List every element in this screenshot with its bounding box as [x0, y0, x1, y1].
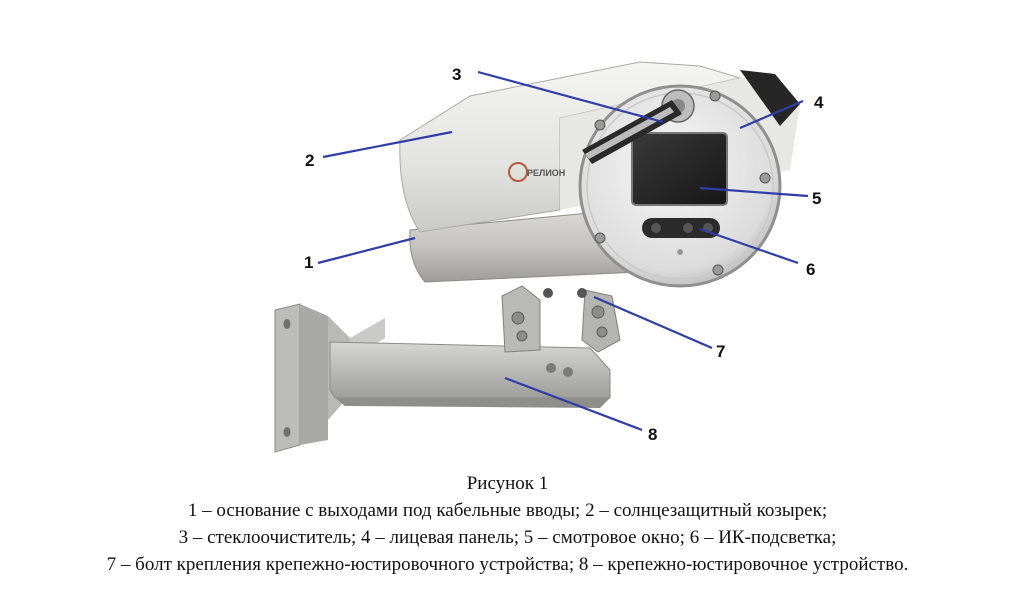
- callout-2: 2: [305, 151, 314, 170]
- figure-caption: Рисунок 1 1 – основание с выходами под к…: [0, 470, 1015, 578]
- callout-7: 7: [716, 342, 725, 361]
- callout-6: 6: [806, 260, 815, 279]
- leader-lines: [317, 70, 809, 432]
- camera-illustration: РЕЛИОН: [274, 61, 824, 453]
- viewing-window: [631, 132, 728, 206]
- callout-1: 1: [304, 253, 313, 272]
- caption-title: Рисунок 1: [466, 473, 549, 494]
- brand-logo: РЕЛИОН: [527, 168, 565, 178]
- callout-3: 3: [452, 65, 461, 84]
- callout-5: 5: [812, 189, 821, 208]
- camera-figure: РЕЛИОН: [274, 61, 824, 453]
- caption-line-1: 1 – основание с выходами под кабельные в…: [187, 500, 828, 521]
- wall-bracket: [274, 285, 621, 453]
- ir-illuminator: [642, 218, 720, 238]
- caption-line-2: 3 – стеклоочиститель; 4 – лицевая панель…: [178, 527, 837, 548]
- callout-8: 8: [648, 425, 657, 444]
- front-panel: [578, 84, 782, 288]
- callout-4: 4: [814, 93, 824, 112]
- caption-line-3: 7 – болт крепления крепежно-юстировочног…: [106, 554, 909, 575]
